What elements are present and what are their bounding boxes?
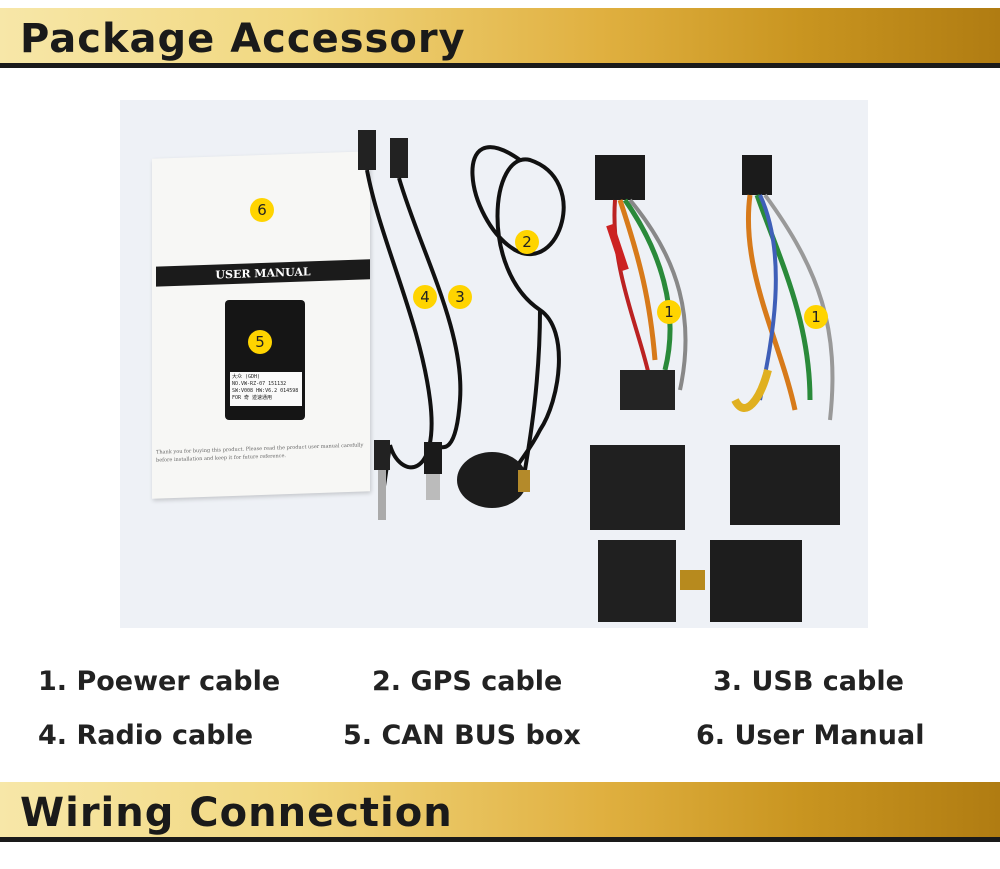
badge-1-left: 1 (657, 300, 681, 324)
badge-5: 5 (248, 330, 272, 354)
item-canbus-box: 5. CAN BUS box (343, 720, 581, 751)
connector-detail-images (598, 540, 802, 622)
radio-cable-image (358, 130, 434, 520)
cables-illustration (358, 130, 840, 622)
canbox-label-line: SW:V008 HW:V6.2 014598 (232, 388, 299, 394)
item-radio-cable: 4. Radio cable (38, 720, 254, 751)
accessory-photo: USER MANUAL Thank you for buying this pr… (120, 100, 868, 628)
power-harness-left-image (590, 155, 688, 530)
badge-4: 4 (413, 285, 437, 309)
badge-2: 2 (515, 230, 539, 254)
accessory-list: 1. Poewer cable 2. GPS cable 3. USB cabl… (0, 660, 1000, 770)
usb-cable-image (390, 138, 463, 500)
footer-banner: Wiring Connection (0, 782, 1000, 842)
section-title-wiring-connection: Wiring Connection (20, 790, 453, 836)
section-title-package-accessory: Package Accessory (20, 16, 466, 62)
badge-6: 6 (250, 198, 274, 222)
canbox-label-line: 大众 (GDH) (232, 374, 261, 380)
item-gps-cable: 2. GPS cable (372, 666, 563, 697)
power-harness-right-image (730, 155, 840, 525)
canbox-label-line: NO.VW-RZ-07 151132 (232, 381, 287, 387)
item-user-manual: 6. User Manual (696, 720, 925, 751)
item-usb-cable: 3. USB cable (713, 666, 904, 697)
canbus-box-label: 大众 (GDH) NO.VW-RZ-07 151132 SW:V008 HW:V… (230, 372, 302, 406)
badge-3: 3 (448, 285, 472, 309)
header-banner: Package Accessory (0, 8, 1000, 68)
badge-1-right: 1 (804, 305, 828, 329)
canbox-label-line: FOR 奇 迹速通用 (232, 395, 273, 401)
item-power-cable: 1. Poewer cable (38, 666, 281, 697)
gps-cable-image (457, 145, 566, 508)
